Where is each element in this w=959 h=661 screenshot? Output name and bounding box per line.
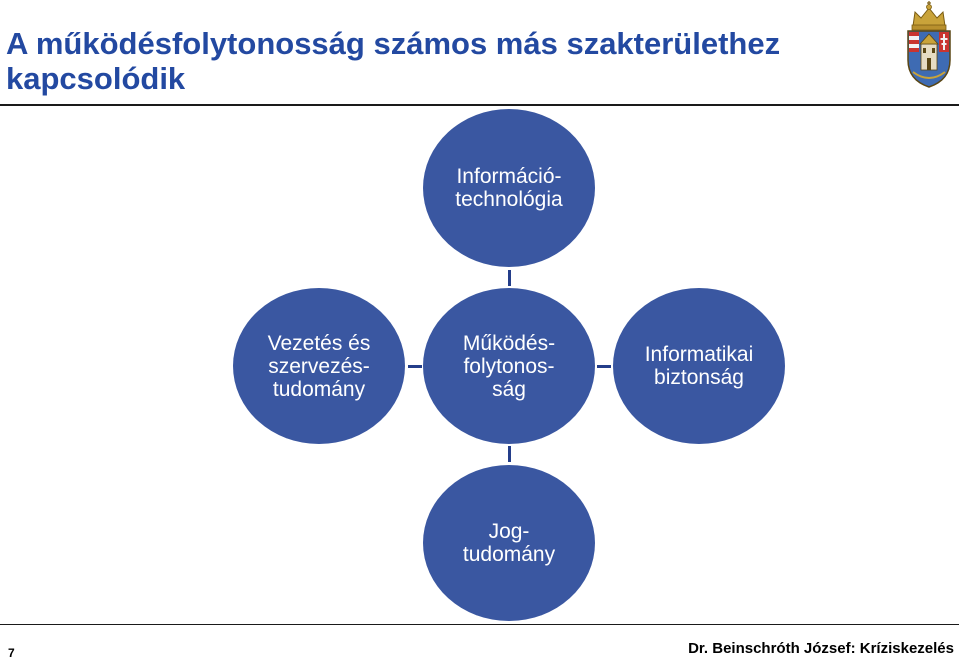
- slide-title-line-1: A működésfolytonosság számos más szakter…: [6, 26, 781, 61]
- slide-title-line-2: kapcsolódik: [6, 61, 186, 96]
- node-law: Jog- tudomány: [423, 465, 595, 621]
- footer-divider: [0, 624, 959, 625]
- node-information-technology: Információ- technológia: [423, 109, 595, 267]
- slide-title: A működésfolytonosság számos más szakter…: [6, 26, 780, 96]
- node-information-security: Informatikai biztonság: [613, 288, 785, 444]
- connector-left: [408, 365, 422, 368]
- slide-number: 7: [8, 646, 15, 660]
- connector-right: [597, 365, 611, 368]
- footer-author: Dr. Beinschróth József: Kríziskezelés: [688, 640, 954, 657]
- connector-top: [508, 270, 511, 286]
- node-management-science: Vezetés és szervezés- tudomány: [233, 288, 405, 444]
- university-coat-of-arms-icon: [901, 0, 957, 88]
- title-divider: [0, 104, 959, 106]
- node-business-continuity: Működés- folytonos- ság: [423, 288, 595, 444]
- connector-bottom: [508, 446, 511, 462]
